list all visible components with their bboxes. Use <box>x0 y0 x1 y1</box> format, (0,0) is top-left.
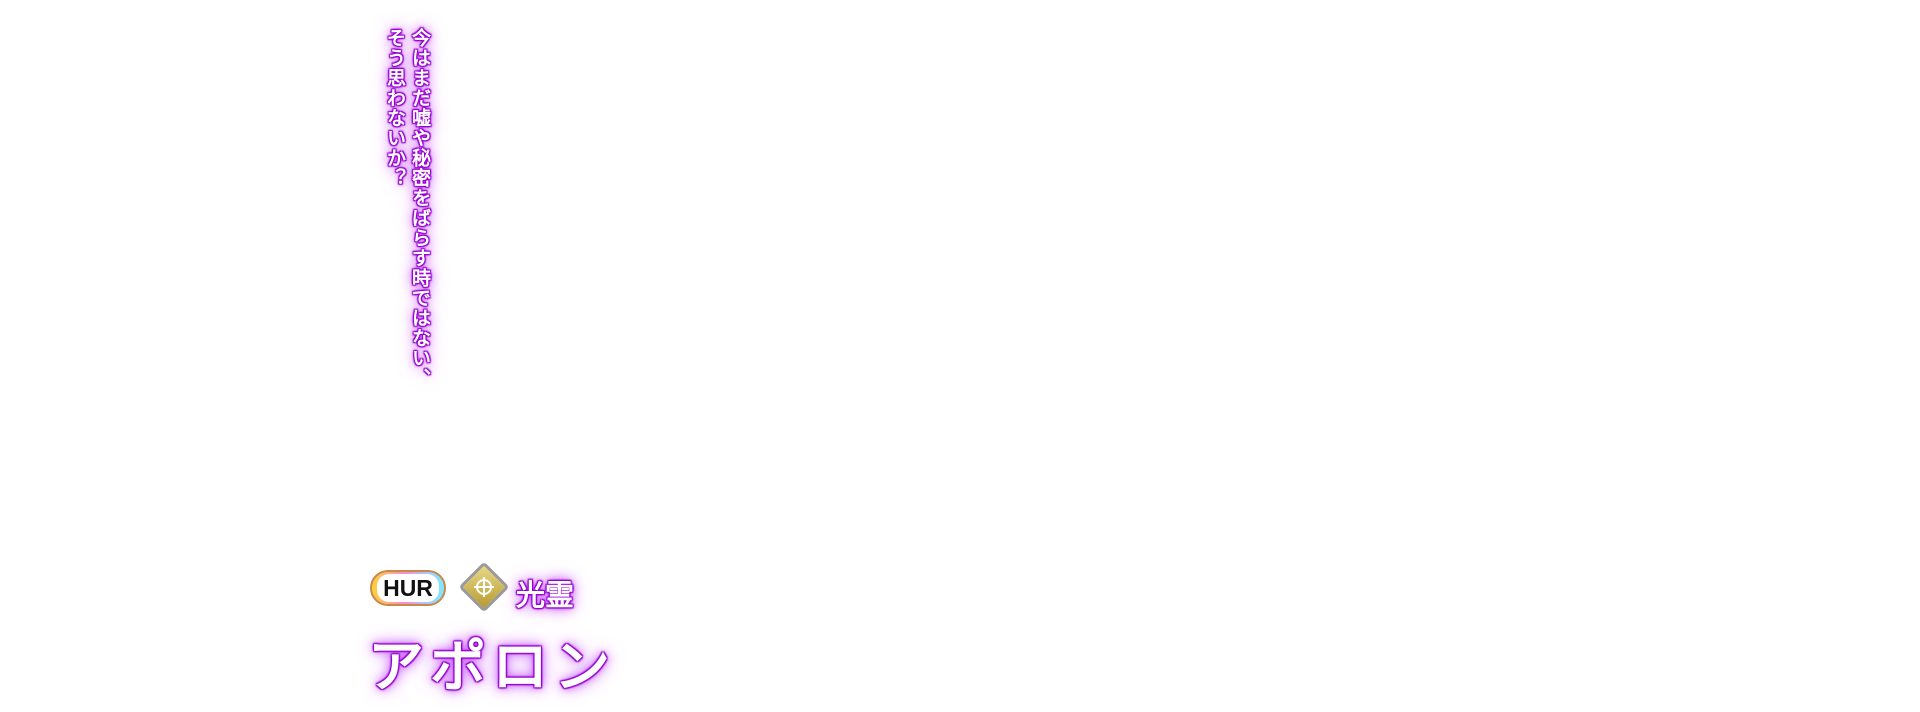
light-spirit-diamond-icon <box>458 561 510 613</box>
rarity-badge: HUR <box>370 570 446 606</box>
element-label: 光霊 <box>516 578 575 612</box>
quote-line-2: そう思わないか？ <box>384 28 406 188</box>
character-name: アポロン <box>368 635 616 700</box>
quote-line-1: 今はまだ嘘や秘密をばらす時ではない、 <box>409 28 431 388</box>
rarity-label: HUR <box>377 574 439 602</box>
